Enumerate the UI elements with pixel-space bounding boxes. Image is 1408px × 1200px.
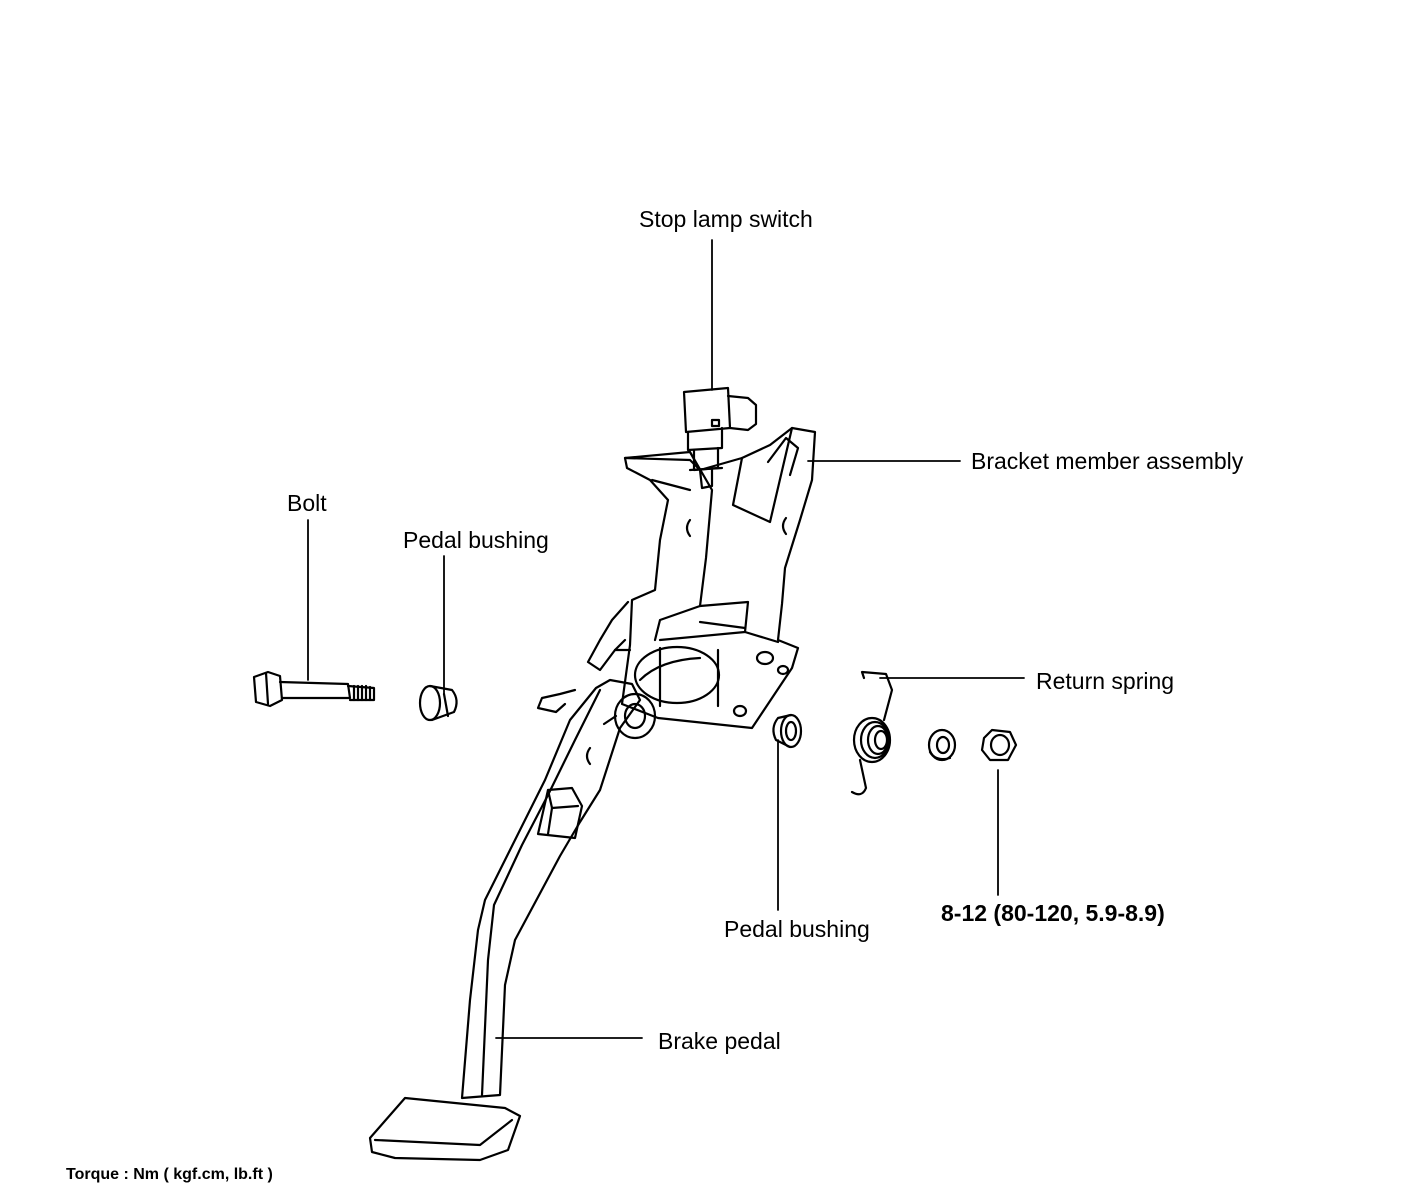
- bolt-label: Bolt: [287, 490, 327, 516]
- brake-pedal-drawing: [368, 678, 657, 1162]
- nut-torque-spec-label: 8-12 (80-120, 5.9-8.9): [941, 900, 1165, 926]
- bolt-drawing: [252, 670, 376, 708]
- return-spring-label: Return spring: [1036, 668, 1175, 694]
- stop-lamp-switch-drawing: [682, 386, 758, 490]
- leader-lines: [307, 239, 1025, 1039]
- pedal-bushing-left-drawing: [418, 684, 458, 722]
- return-spring-drawing: [850, 670, 894, 796]
- pedal-bushing-right-drawing: [772, 713, 803, 749]
- pedal-bushing-left-label: Pedal bushing: [403, 527, 549, 553]
- stop-lamp-switch-label: Stop lamp switch: [639, 206, 813, 232]
- bracket-member-assembly-label: Bracket member assembly: [971, 448, 1244, 474]
- brake-pedal-label: Brake pedal: [658, 1028, 781, 1054]
- torque-units-footnote: Torque : Nm ( kgf.cm, lb.ft ): [66, 1166, 273, 1183]
- pedal-bushing-right-label: Pedal bushing: [724, 916, 870, 942]
- bracket-member-assembly-drawing: [536, 426, 817, 730]
- washer-drawing: [927, 728, 957, 762]
- nut-drawing: [980, 728, 1018, 762]
